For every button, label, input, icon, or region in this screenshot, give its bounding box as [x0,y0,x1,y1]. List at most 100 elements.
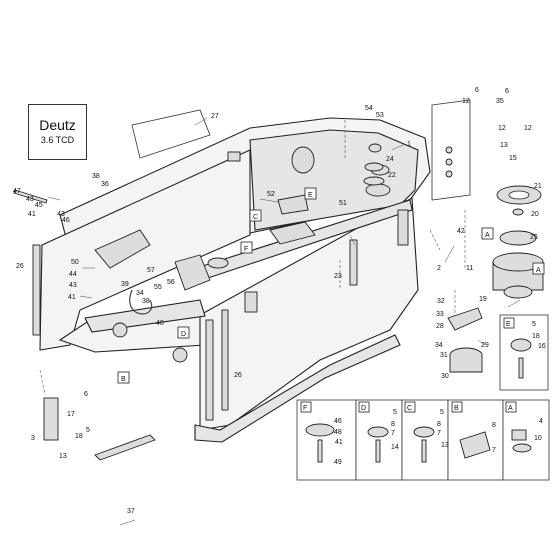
callout-29: 29 [481,342,489,349]
callout-12b: 12 [498,125,506,132]
letter-tag-b1-label: B [121,376,126,383]
callout-13b: 13 [441,442,449,449]
letter-tag-c1-label: C [253,214,258,221]
callout-38b: 38 [142,298,150,305]
letter-tag-d1-label: D [181,331,186,338]
callout-7b: 7 [437,430,441,437]
callout-34b: 34 [435,342,443,349]
callout-57: 57 [147,267,155,274]
main-frame [32,117,431,443]
callout-30: 30 [441,373,449,380]
letter-tags: C E F D B A A E F D C B A [117,187,545,413]
callout-2: 2 [437,265,441,272]
callout-35: 35 [496,98,504,105]
callout-38: 38 [92,173,100,180]
callout-5b: 5 [393,409,397,416]
panel-e-label: E [506,321,511,328]
panel-f-label: F [303,405,307,412]
callout-6b: 6 [505,88,509,95]
callout-8c: 8 [492,422,496,429]
callout-18b: 18 [75,433,83,440]
callout-5c: 5 [440,409,444,416]
callout-4: 4 [539,418,543,425]
callout-12a: 12 [462,98,470,105]
callout-32: 32 [437,298,445,305]
callout-41b: 41 [28,211,36,218]
callout-43b: 43 [57,211,65,218]
callout-5d: 5 [86,427,90,434]
callout-43a: 43 [26,196,34,203]
callout-43c: 43 [69,282,77,289]
callout-leaders [47,117,521,526]
callout-23: 23 [334,273,342,280]
callout-51: 51 [339,200,347,207]
callout-17: 17 [67,411,75,418]
panel-d-label: D [361,405,366,412]
callout-13c: 13 [59,453,67,460]
callout-47: 47 [13,188,21,195]
callout-34: 34 [136,290,144,297]
letter-tag-a1-label: A [485,232,490,239]
callout-56: 56 [167,279,175,286]
callout-21: 21 [534,183,542,190]
callout-45: 45 [35,202,43,209]
callout-18a: 18 [532,333,540,340]
callout-16: 16 [538,343,546,350]
callout-15: 15 [509,155,517,162]
callout-8b: 8 [437,421,441,428]
loose-parts [13,99,544,461]
callout-44: 44 [69,271,77,278]
callout-26b: 26 [234,372,242,379]
callout-11: 11 [466,265,473,272]
letter-tag-c1 [249,209,262,222]
callout-5a: 5 [532,321,536,328]
callout-40: 40 [156,320,164,327]
callout-36: 36 [101,181,109,188]
callout-22: 22 [388,172,396,179]
callout-31: 31 [440,352,448,359]
callout-6a: 6 [475,87,479,94]
callout-48: 48 [334,429,342,436]
callout-13a: 13 [500,142,508,149]
callout-10: 10 [534,435,542,442]
callout-52: 52 [267,191,275,198]
engine-name: Deutz [39,117,76,133]
callout-42: 42 [457,228,465,235]
callout-20: 20 [531,211,539,218]
number-callouts: 1 2 3 4 5 5 5 5 6 6 6 7 7 7 8 8 8 10 11 … [13,87,546,515]
panel-a-label: A [508,405,513,412]
callout-41c: 41 [335,439,343,446]
engine-model: 3.6 TCD [40,135,75,145]
callout-8a: 8 [391,421,395,428]
callout-41a: 41 [68,294,76,301]
callout-14: 14 [391,444,399,451]
callout-1: 1 [407,141,411,148]
callout-6c: 6 [84,391,88,398]
callout-33: 33 [436,311,444,318]
callout-25: 25 [530,234,538,241]
callout-24: 24 [386,156,394,163]
panel-b-label: B [454,405,459,412]
callout-7c: 7 [492,447,496,454]
letter-tag-f1-label: F [244,246,248,253]
engine-label-box: Deutz 3.6 TCD [28,104,87,160]
detail-panels [296,314,550,481]
callout-12c: 12 [524,125,532,132]
callout-50: 50 [71,259,79,266]
callout-26a: 26 [16,263,24,270]
callout-19: 19 [479,296,487,303]
callout-46a: 46 [62,217,70,224]
callout-28: 28 [436,323,444,330]
callout-54: 54 [365,105,373,112]
callout-3: 3 [31,435,35,442]
callout-27: 27 [211,113,219,120]
callout-55: 55 [154,284,162,291]
letter-tag-e1-label: E [308,192,313,199]
callout-37: 37 [127,508,135,515]
callout-46b: 46 [334,418,342,425]
callout-7a: 7 [391,430,395,437]
callout-39: 39 [121,281,129,288]
callout-53: 53 [376,112,384,119]
callout-49: 49 [334,459,342,466]
